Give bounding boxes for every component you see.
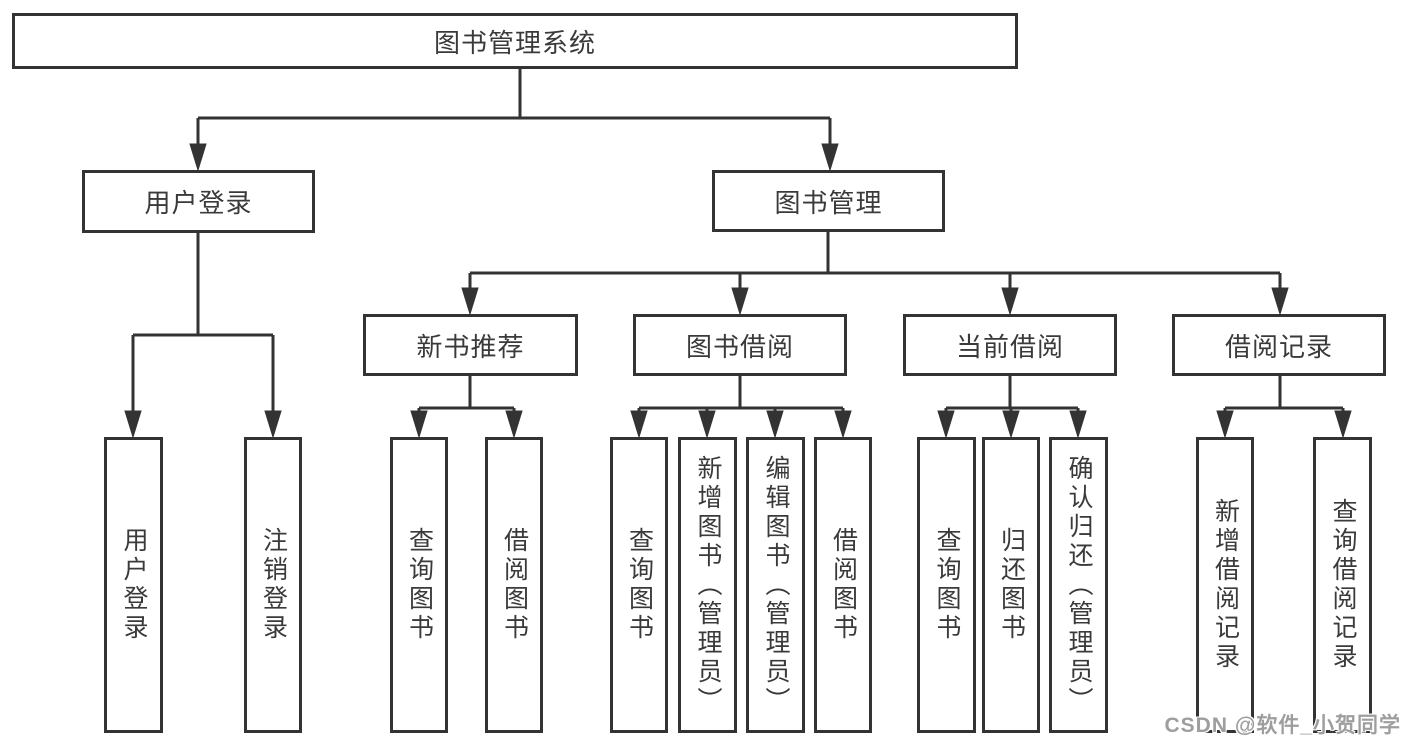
leaf-add-book-admin-label: 新增图书（管理员） <box>694 454 722 716</box>
node-new-book-recommendation: 新书推荐 <box>363 314 578 376</box>
node-root-label: 图书管理系统 <box>433 27 596 58</box>
leaf-add-borrow-record-label: 新增借阅记录 <box>1211 498 1240 672</box>
node-borrowing-records: 借阅记录 <box>1172 314 1386 376</box>
node-root: 图书管理系统 <box>12 13 1018 69</box>
leaf-logout: 注销登录 <box>244 437 302 733</box>
node-book-management-label: 图书管理 <box>774 187 883 218</box>
node-current-borrowing: 当前借阅 <box>903 314 1117 376</box>
leaf-query-book-current: 查询图书 <box>917 437 976 733</box>
leaf-edit-book-admin-label: 编辑图书（管理员） <box>762 454 790 716</box>
leaf-query-book-borrowing: 查询图书 <box>610 437 668 733</box>
node-book-borrowing: 图书借阅 <box>633 314 847 376</box>
leaf-user-login: 用户登录 <box>104 437 163 733</box>
node-current-borrowing-label: 当前借阅 <box>955 331 1064 362</box>
leaf-user-login-label: 用户登录 <box>120 527 148 643</box>
node-book-management: 图书管理 <box>712 170 945 232</box>
leaf-add-book-admin: 新增图书（管理员） <box>678 437 737 733</box>
leaf-borrow-book-recommendation-label: 借阅图书 <box>500 527 529 643</box>
leaf-query-book-recommendation: 查询图书 <box>390 437 448 733</box>
leaf-query-borrow-record: 查询借阅记录 <box>1313 437 1372 733</box>
node-user-login: 用户登录 <box>82 170 315 233</box>
leaf-logout-label: 注销登录 <box>259 527 288 643</box>
leaf-confirm-return-admin-label: 确认归还（管理员） <box>1065 454 1093 716</box>
leaf-return-book: 归还图书 <box>982 437 1040 733</box>
leaf-edit-book-admin: 编辑图书（管理员） <box>746 437 805 733</box>
leaf-add-borrow-record: 新增借阅记录 <box>1196 437 1254 733</box>
leaf-query-borrow-record-label: 查询借阅记录 <box>1329 498 1357 672</box>
node-borrowing-records-label: 借阅记录 <box>1224 331 1333 362</box>
leaf-confirm-return-admin: 确认归还（管理员） <box>1049 437 1108 733</box>
node-book-borrowing-label: 图书借阅 <box>685 331 794 362</box>
csdn-watermark: CSDN @软件_小贺同学 <box>1164 714 1401 737</box>
node-new-book-recommendation-label: 新书推荐 <box>416 331 525 362</box>
leaf-query-book-recommendation-label: 查询图书 <box>405 527 434 643</box>
leaf-borrow-book-borrowing: 借阅图书 <box>814 437 872 733</box>
leaf-return-book-label: 归还图书 <box>997 527 1026 643</box>
leaf-borrow-book-recommendation: 借阅图书 <box>485 437 543 733</box>
leaf-query-book-current-label: 查询图书 <box>933 527 961 643</box>
leaf-query-book-borrowing-label: 查询图书 <box>625 527 654 643</box>
node-user-login-label: 用户登录 <box>144 188 253 218</box>
leaf-borrow-book-borrowing-label: 借阅图书 <box>829 527 858 643</box>
